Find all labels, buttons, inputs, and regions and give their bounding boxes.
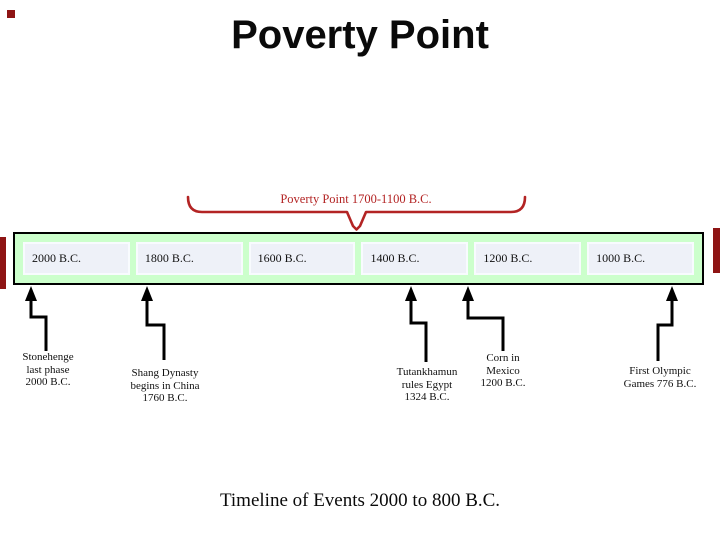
event-label-stonehenge: Stonehenge last phase 2000 B.C. (8, 351, 88, 389)
timeline-cell: 1600 B.C. (248, 242, 356, 275)
left-edge-mark (0, 237, 6, 289)
timeline-cell-label: 1000 B.C. (596, 251, 646, 265)
event-line: Corn in (486, 352, 520, 364)
timeline-cell-label: 1800 B.C. (144, 251, 194, 265)
event-line: 2000 B.C. (25, 376, 71, 388)
event-line: First Olympic (629, 365, 691, 377)
timeline-cell: 1800 B.C. (135, 242, 243, 275)
timeline-cell-label: 1200 B.C. (483, 251, 533, 265)
elbow-arrow-stonehenge (29, 299, 48, 351)
timeline-cell-label: 2000 B.C. (32, 251, 82, 265)
event-line: last phase (26, 363, 70, 376)
event-line: begins in China (130, 379, 200, 392)
elbow-arrow-first-olympics (656, 299, 674, 361)
event-line: Tutankhamun (396, 366, 458, 378)
event-line: 1200 B.C. (480, 377, 526, 389)
event-line: Stonehenge (22, 351, 74, 363)
timeline-cell: 1200 B.C. (474, 242, 582, 275)
event-line: Games 776 B.C. (623, 377, 697, 390)
corner-mark (7, 10, 15, 18)
brace-label: Poverty Point 1700-1100 B.C. (280, 192, 432, 206)
event-label-tutankhamun: Tutankhamun rules Egypt 1324 B.C. (377, 366, 477, 404)
arrowhead-corn-in-mexico (462, 286, 474, 301)
event-line: 1324 B.C. (404, 391, 450, 403)
arrowhead-stonehenge (25, 286, 37, 301)
event-line: Shang Dynasty (131, 367, 199, 379)
page-title: Poverty Point (231, 13, 489, 57)
event-label-first-olympics: First Olympic Games 776 B.C. (608, 365, 712, 390)
right-edge-mark (713, 228, 720, 273)
timeline-bar: 2000 B.C. 1800 B.C. 1600 B.C. 1400 B.C. … (13, 232, 704, 285)
event-line: Mexico (486, 364, 520, 377)
timeline-cell: 1400 B.C. (361, 242, 469, 275)
elbow-arrow-shang-dynasty (145, 299, 166, 360)
timeline-cell-label: 1600 B.C. (257, 251, 307, 265)
elbow-arrow-tutankhamun (409, 299, 428, 362)
arrowhead-shang-dynasty (141, 286, 153, 301)
event-line: rules Egypt (401, 378, 453, 391)
timeline-cell: 2000 B.C. (23, 242, 130, 275)
event-line: 1760 B.C. (142, 392, 188, 404)
arrowhead-tutankhamun (405, 286, 417, 301)
timeline-cell: 1000 B.C. (587, 242, 694, 275)
arrowhead-first-olympics (666, 286, 678, 301)
elbow-arrow-corn-in-mexico (466, 299, 505, 351)
timeline-cell-label: 1400 B.C. (370, 251, 420, 265)
slide-caption: Timeline of Events 2000 to 800 B.C. (219, 490, 501, 511)
event-label-shang-dynasty: Shang Dynasty begins in China 1760 B.C. (115, 367, 215, 405)
event-label-corn-in-mexico: Corn in Mexico 1200 B.C. (463, 352, 543, 390)
